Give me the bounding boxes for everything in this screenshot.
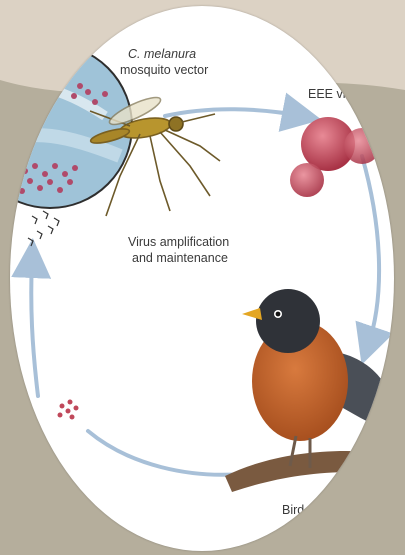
virus-label: EEE virus	[308, 87, 363, 101]
vector-kind-label: mosquito vector	[120, 63, 208, 77]
bird-label: Bird r	[282, 503, 312, 517]
larvae-icons	[28, 211, 59, 246]
virus-particles	[290, 117, 380, 197]
center-label-line2: and maintenance	[132, 251, 228, 265]
microscopy-inset	[10, 44, 132, 208]
diagram-panel: C. melanura mosquito vector EEE virus Vi…	[10, 6, 394, 551]
virus-cluster-small	[58, 400, 79, 420]
center-label-line1: Virus amplification	[128, 235, 229, 249]
transmission-cycle-diagram: C. melanura mosquito vector EEE virus Vi…	[10, 6, 394, 551]
robin-illustration	[242, 289, 394, 468]
vector-species-label: C. melanura	[128, 47, 196, 61]
